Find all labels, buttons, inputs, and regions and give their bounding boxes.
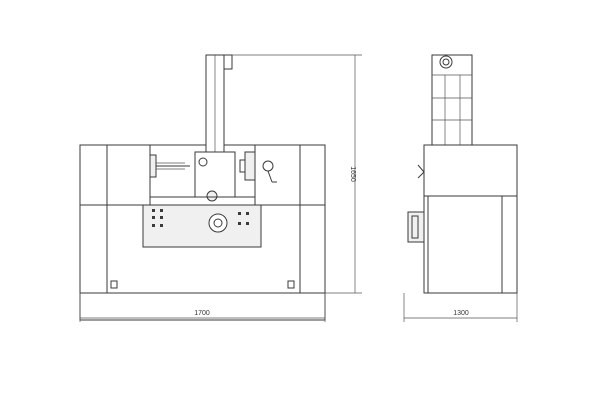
carriage-lock-wheel	[206, 190, 218, 202]
left-foot-pad	[110, 280, 118, 289]
right-spindle-flange	[244, 151, 256, 181]
side-body	[423, 144, 518, 294]
side-column-knob	[439, 55, 453, 69]
carriage-knob	[198, 157, 208, 167]
width-dimension-label: 1700	[194, 310, 210, 317]
height-dimension-label: 1650	[349, 166, 356, 182]
centre-carriage	[194, 151, 236, 198]
panel-buttons-right	[238, 212, 249, 225]
left-spindle-flange	[149, 154, 157, 178]
left-headstock	[106, 144, 151, 206]
control-dial	[208, 213, 228, 233]
front-view: 1650 1700	[79, 54, 362, 322]
panel-buttons-left	[152, 209, 163, 227]
right-foot-pad	[287, 280, 295, 289]
depth-dimension-label: 1300	[453, 310, 469, 317]
side-view: 1300	[403, 54, 518, 322]
right-headstock	[254, 144, 301, 206]
column-top-cap	[223, 54, 233, 70]
side-column	[431, 54, 473, 146]
